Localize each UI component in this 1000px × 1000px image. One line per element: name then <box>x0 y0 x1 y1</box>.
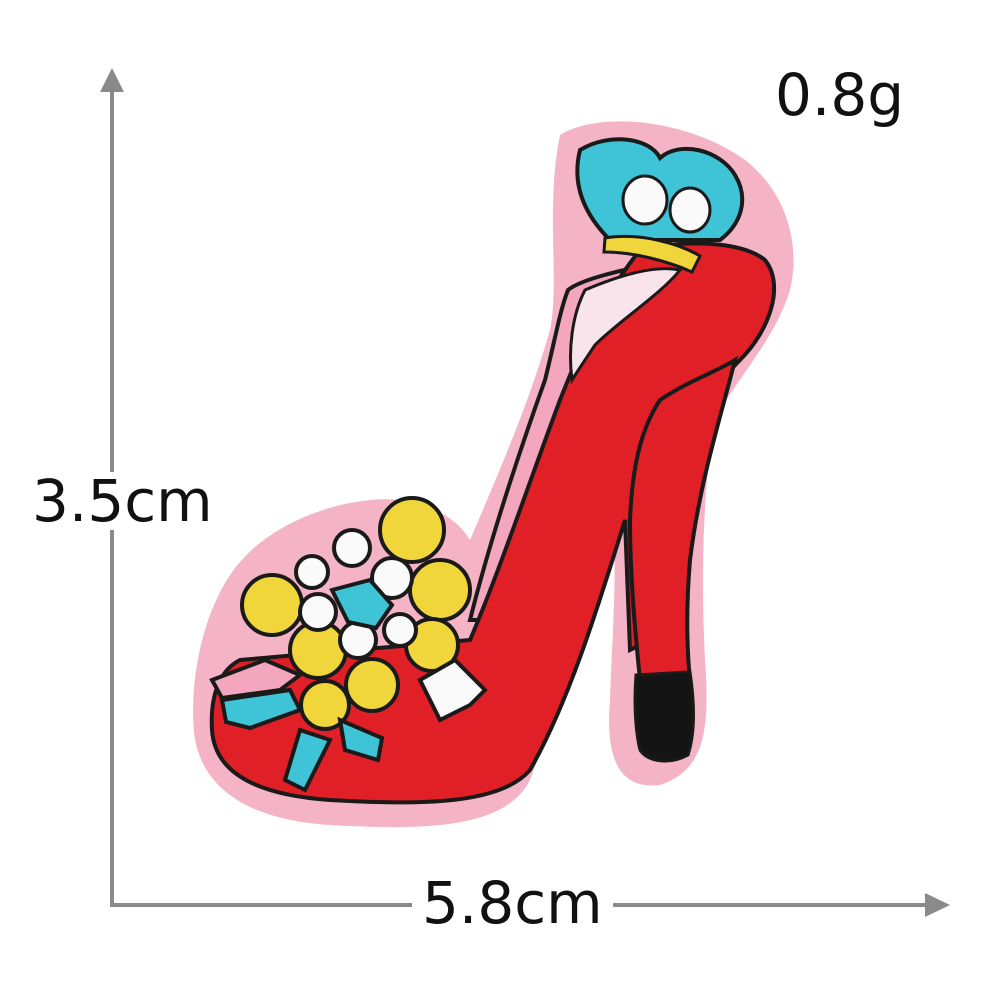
width-label: 5.8cm <box>412 874 613 932</box>
width-arrow-head <box>925 893 950 917</box>
heel-tip <box>633 670 695 763</box>
weight-label: 0.8g <box>775 61 905 129</box>
height-arrow-head <box>100 68 124 92</box>
back-bow <box>575 137 745 274</box>
shoe-heel <box>627 355 739 682</box>
shoe-shine <box>569 267 683 385</box>
shoe-body <box>209 241 777 805</box>
toe-flowers <box>209 496 488 793</box>
shoe-patch <box>193 121 794 828</box>
height-label: 3.5cm <box>28 472 217 530</box>
